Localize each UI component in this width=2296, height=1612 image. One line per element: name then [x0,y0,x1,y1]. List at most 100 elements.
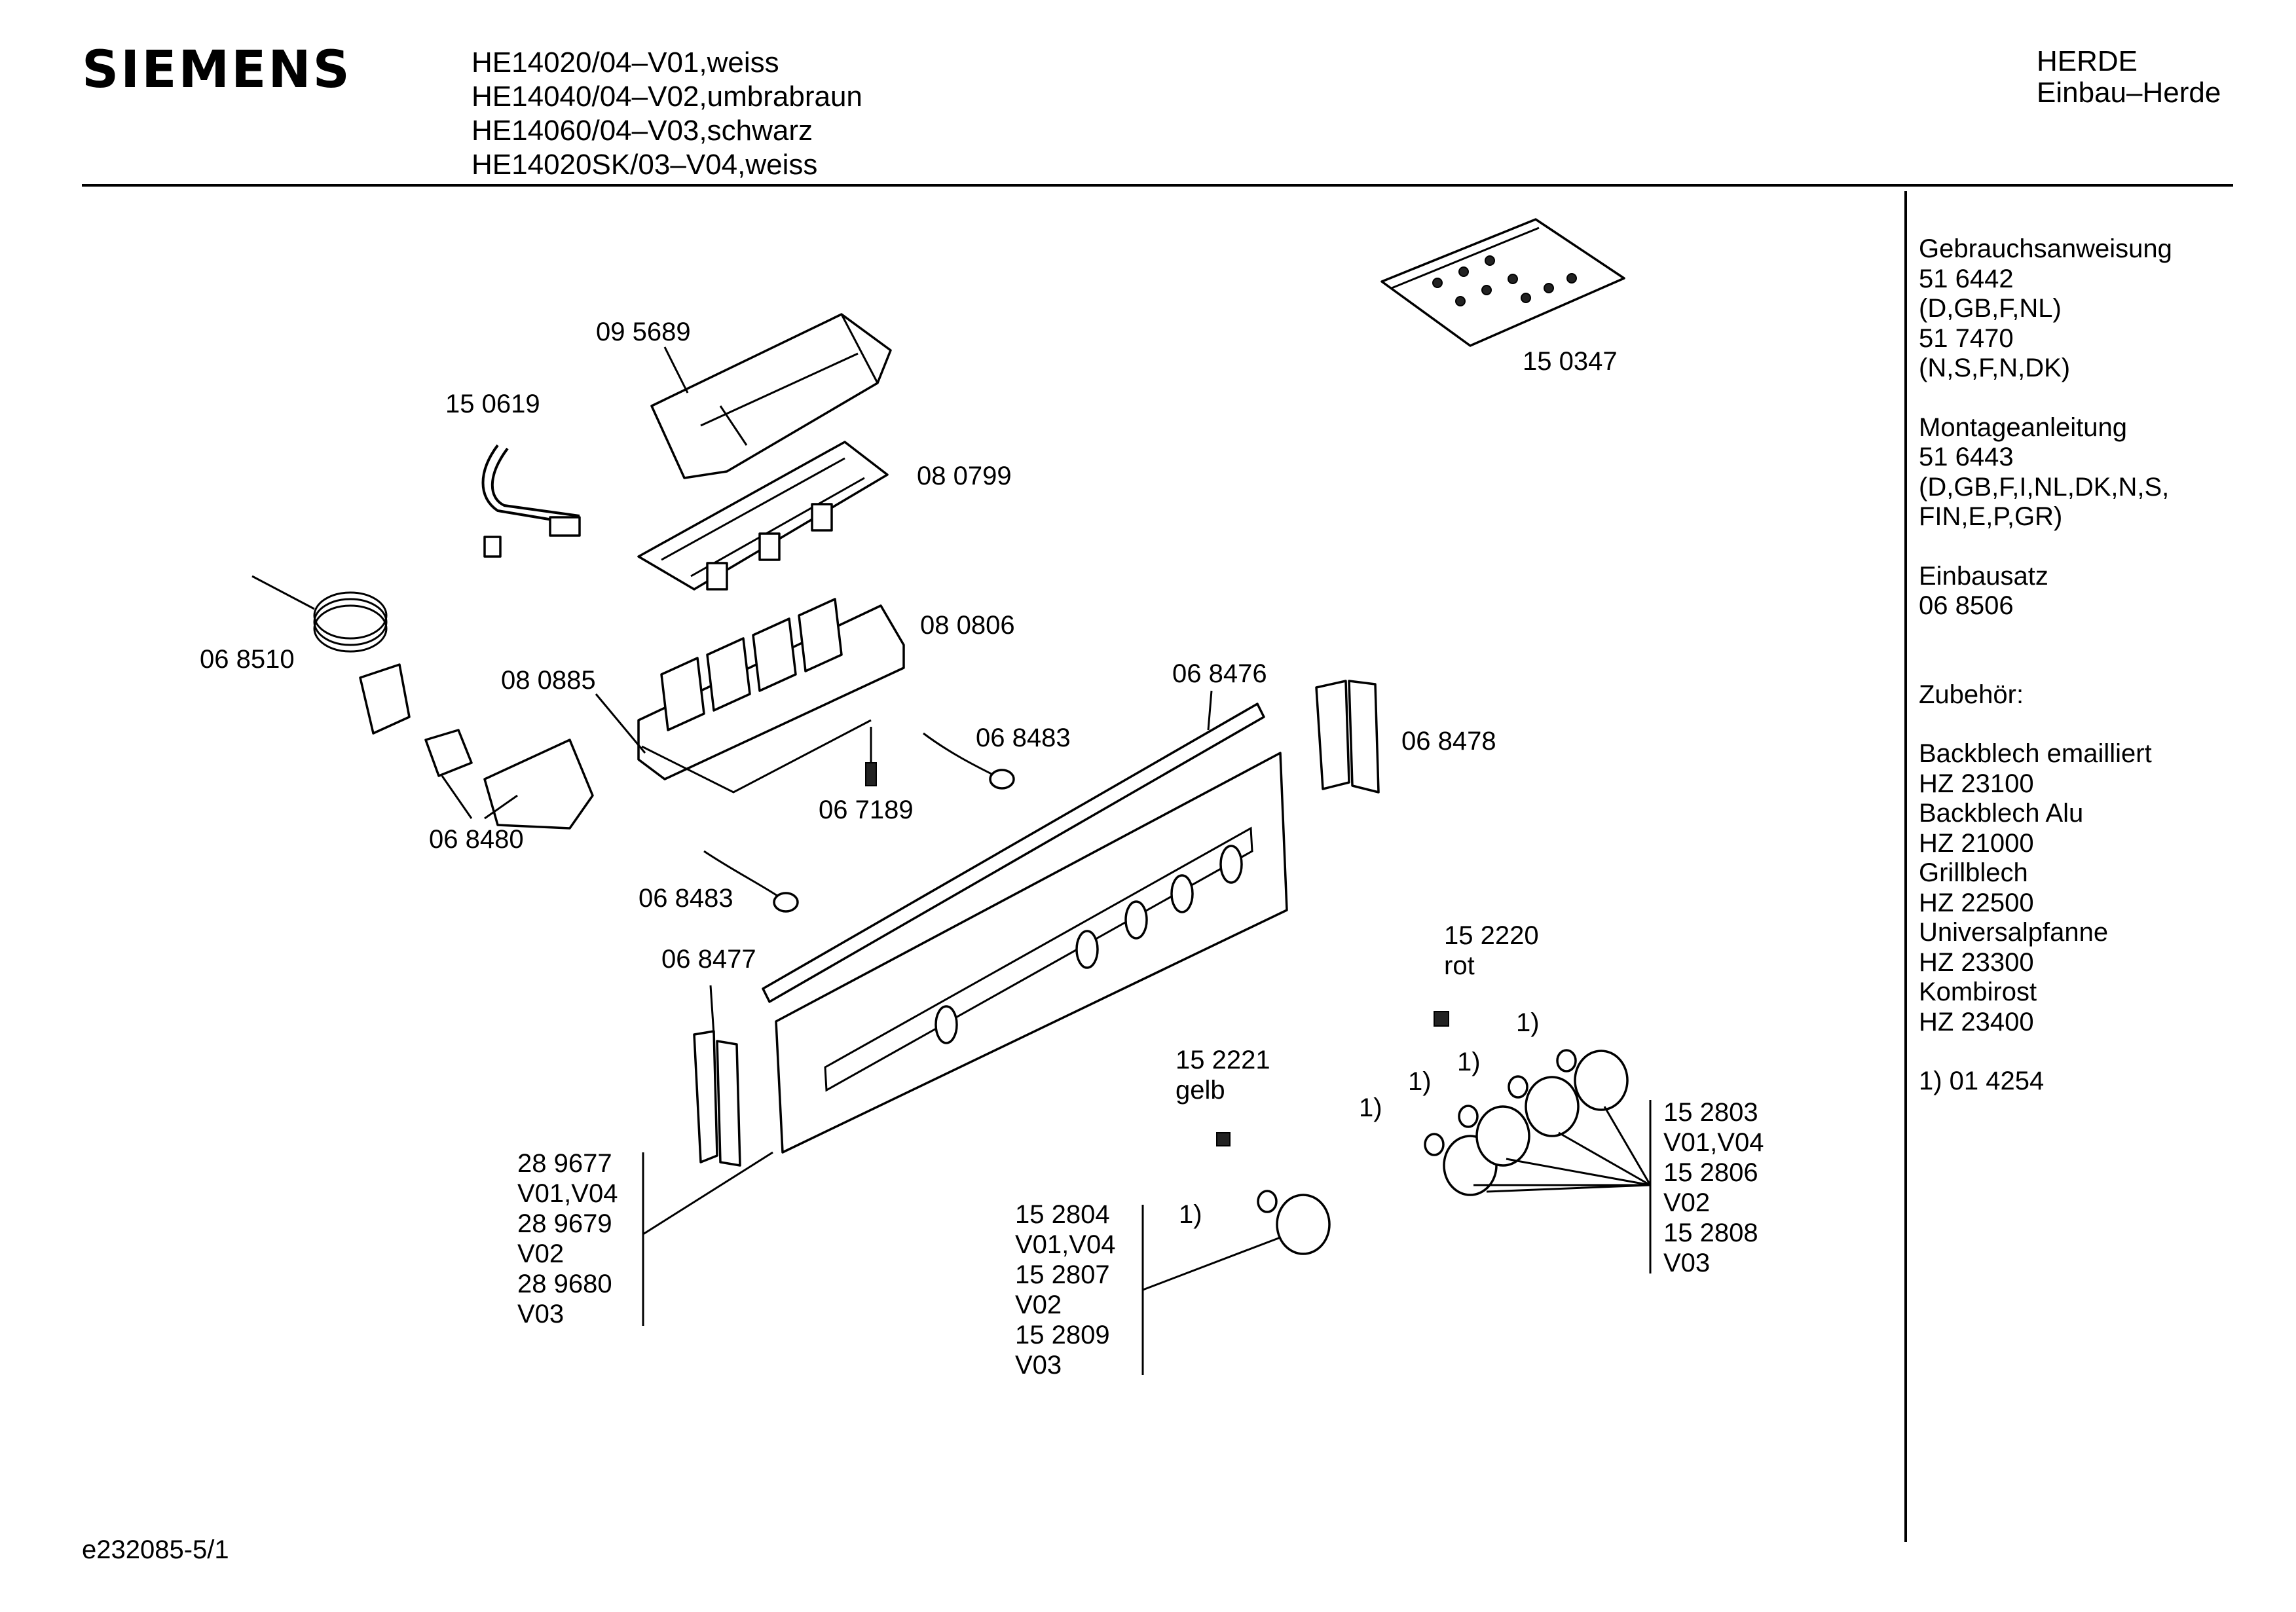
footnote-marker: 1) [1516,1008,1540,1037]
control-knob-part [1257,1190,1331,1255]
installation-block: Montageanleitung 51 6443 (D,GB,F,I,NL,DK… [1919,413,2172,532]
part-label-068483-b: 06 8483 [639,884,733,913]
color-label-gelb: gelb [1176,1076,1225,1105]
screw-bag-part [1380,218,1625,347]
clip-yellow-part [1216,1132,1231,1146]
knob-right-variant-labels: 15 2803 V01,V04 15 2806 V02 15 2808 V03 [1663,1098,1764,1277]
switch-block-part [637,598,905,780]
variant-label: V03 [517,1300,564,1328]
variant-label: 28 9680 [517,1270,612,1298]
sidebar-line: HZ 23100 [1919,769,2034,798]
category-subtitle: Einbau–Herde [2037,77,2221,109]
control-knob-part [1556,1049,1629,1111]
footnote-marker: 1) [1408,1067,1432,1096]
info-sidebar: Gebrauchsanweisung 51 6442 (D,GB,F,NL) 5… [1919,234,2172,1097]
sidebar-line: (N,S,F,N,DK) [1919,354,2071,382]
part-label-068510: 06 8510 [200,645,295,674]
model-line: HE14060/04–V03,schwarz [472,115,813,147]
category-title: HERDE [2037,45,2138,77]
indicator-lamp-part [923,732,1015,790]
document-id: e232085-5/1 [82,1535,229,1564]
part-label-067189: 06 7189 [819,796,914,824]
sidebar-line: (D,GB,F,I,NL,DK,N,S, [1919,472,2170,502]
sidebar-line: Gebrauchsanweisung [1919,234,2172,263]
part-label-150619: 15 0619 [445,390,540,418]
color-label-rot: rot [1444,951,1475,980]
control-knob-part [1508,1075,1580,1137]
variant-label: 15 2808 [1663,1218,1758,1247]
sidebar-line: 51 6443 [1919,443,2014,471]
accessories-title: Zubehör: [1919,680,2024,709]
selector-switch-part [424,729,594,830]
variant-label: 15 2807 [1015,1260,1110,1289]
control-knob-part [1458,1105,1530,1167]
sidebar-line: HZ 23400 [1919,1007,2034,1036]
model-line: HE14040/04–V02,umbrabraun [472,81,862,113]
kit-block: Einbausatz 06 8506 [1919,562,2172,621]
trim-strip-part [762,703,1265,1003]
control-knob-part [1424,1133,1498,1196]
variant-label: 28 9677 [517,1149,612,1178]
panel-variant-labels: 28 9677 V01,V04 28 9679 V02 28 9680 V03 [517,1149,618,1328]
sidebar-line: Kombirost [1919,978,2037,1006]
footnote: 1) 01 4254 [1919,1067,2045,1095]
sidebar-line: Einbausatz [1919,561,2048,591]
part-label-068478: 06 8478 [1401,727,1496,756]
part-label-152220: 15 2220 [1444,921,1539,950]
part-label-068477: 06 8477 [661,945,756,974]
manual-block: Gebrauchsanweisung 51 6442 (D,GB,F,NL) 5… [1919,234,2172,384]
part-label-152221: 15 2221 [1176,1046,1270,1074]
sidebar-line: (D,GB,F,NL) [1919,294,2062,323]
sidebar-line: Montageanleitung [1919,412,2128,442]
variant-label: 28 9679 [517,1209,612,1238]
sidebar-line: FIN,E,P,GR) [1919,502,2063,531]
variant-label: V02 [1663,1188,1710,1217]
sidebar-line: 06 8506 [1919,591,2014,620]
model-line: HE14020/04–V01,weiss [472,46,779,79]
thermostat-part [251,575,411,735]
variant-label: V01,V04 [1663,1128,1764,1157]
variant-label: V02 [1015,1291,1062,1319]
variant-label: 15 2804 [1015,1200,1110,1229]
variant-label: V01,V04 [1015,1230,1115,1259]
switch-frame-part [637,441,889,591]
sidebar-line: Universalpfanne [1919,918,2109,947]
sidebar-line: HZ 23300 [1919,947,2034,977]
part-label-095689: 09 5689 [596,318,691,346]
footnote-marker: 1) [1359,1093,1382,1122]
part-label-150347: 15 0347 [1523,347,1618,376]
sidebar-line: HZ 21000 [1919,828,2034,858]
variant-label: 15 2809 [1015,1321,1110,1349]
clip-red-part [1434,1011,1449,1027]
part-label-068476: 06 8476 [1172,659,1267,688]
indicator-lamp-part [703,850,799,913]
variant-label: V01,V04 [517,1179,618,1208]
sidebar-line: 51 7470 [1919,323,2014,353]
footnote-marker: 1) [1457,1048,1481,1076]
part-label-068483-a: 06 8483 [976,724,1071,752]
sidebar-line: Backblech emailliert [1919,739,2152,768]
part-label-080806: 08 0806 [920,611,1015,640]
siemens-logo: SIEMENS [82,41,352,100]
sidebar-line: HZ 22500 [1919,888,2034,917]
variant-label: V02 [517,1239,564,1268]
variant-label: 15 2806 [1663,1158,1758,1187]
control-panel-part [775,752,1288,1154]
model-list: HE14020/04–V01,weiss HE14040/04–V02,umbr… [472,46,862,182]
left-bracket-part [693,1030,741,1167]
wire-harness-part [481,444,581,558]
part-label-068480: 06 8480 [429,825,524,854]
right-bracket-part [1315,680,1380,794]
knob-left-variant-labels: 15 2804 V01,V04 15 2807 V02 15 2809 V03 [1015,1200,1115,1380]
part-label-080885: 08 0885 [501,666,596,695]
tray-part [650,313,892,479]
variant-label: V03 [1015,1351,1062,1380]
variant-label: V03 [1663,1249,1710,1277]
model-line: HE14020SK/03–V04,weiss [472,149,818,181]
variant-label: 15 2803 [1663,1098,1758,1127]
sidebar-line: 51 6442 [1919,264,2014,293]
part-label-080799: 08 0799 [917,462,1012,490]
screw-part [865,727,877,786]
category: HERDE Einbau–Herde [2037,46,2221,109]
